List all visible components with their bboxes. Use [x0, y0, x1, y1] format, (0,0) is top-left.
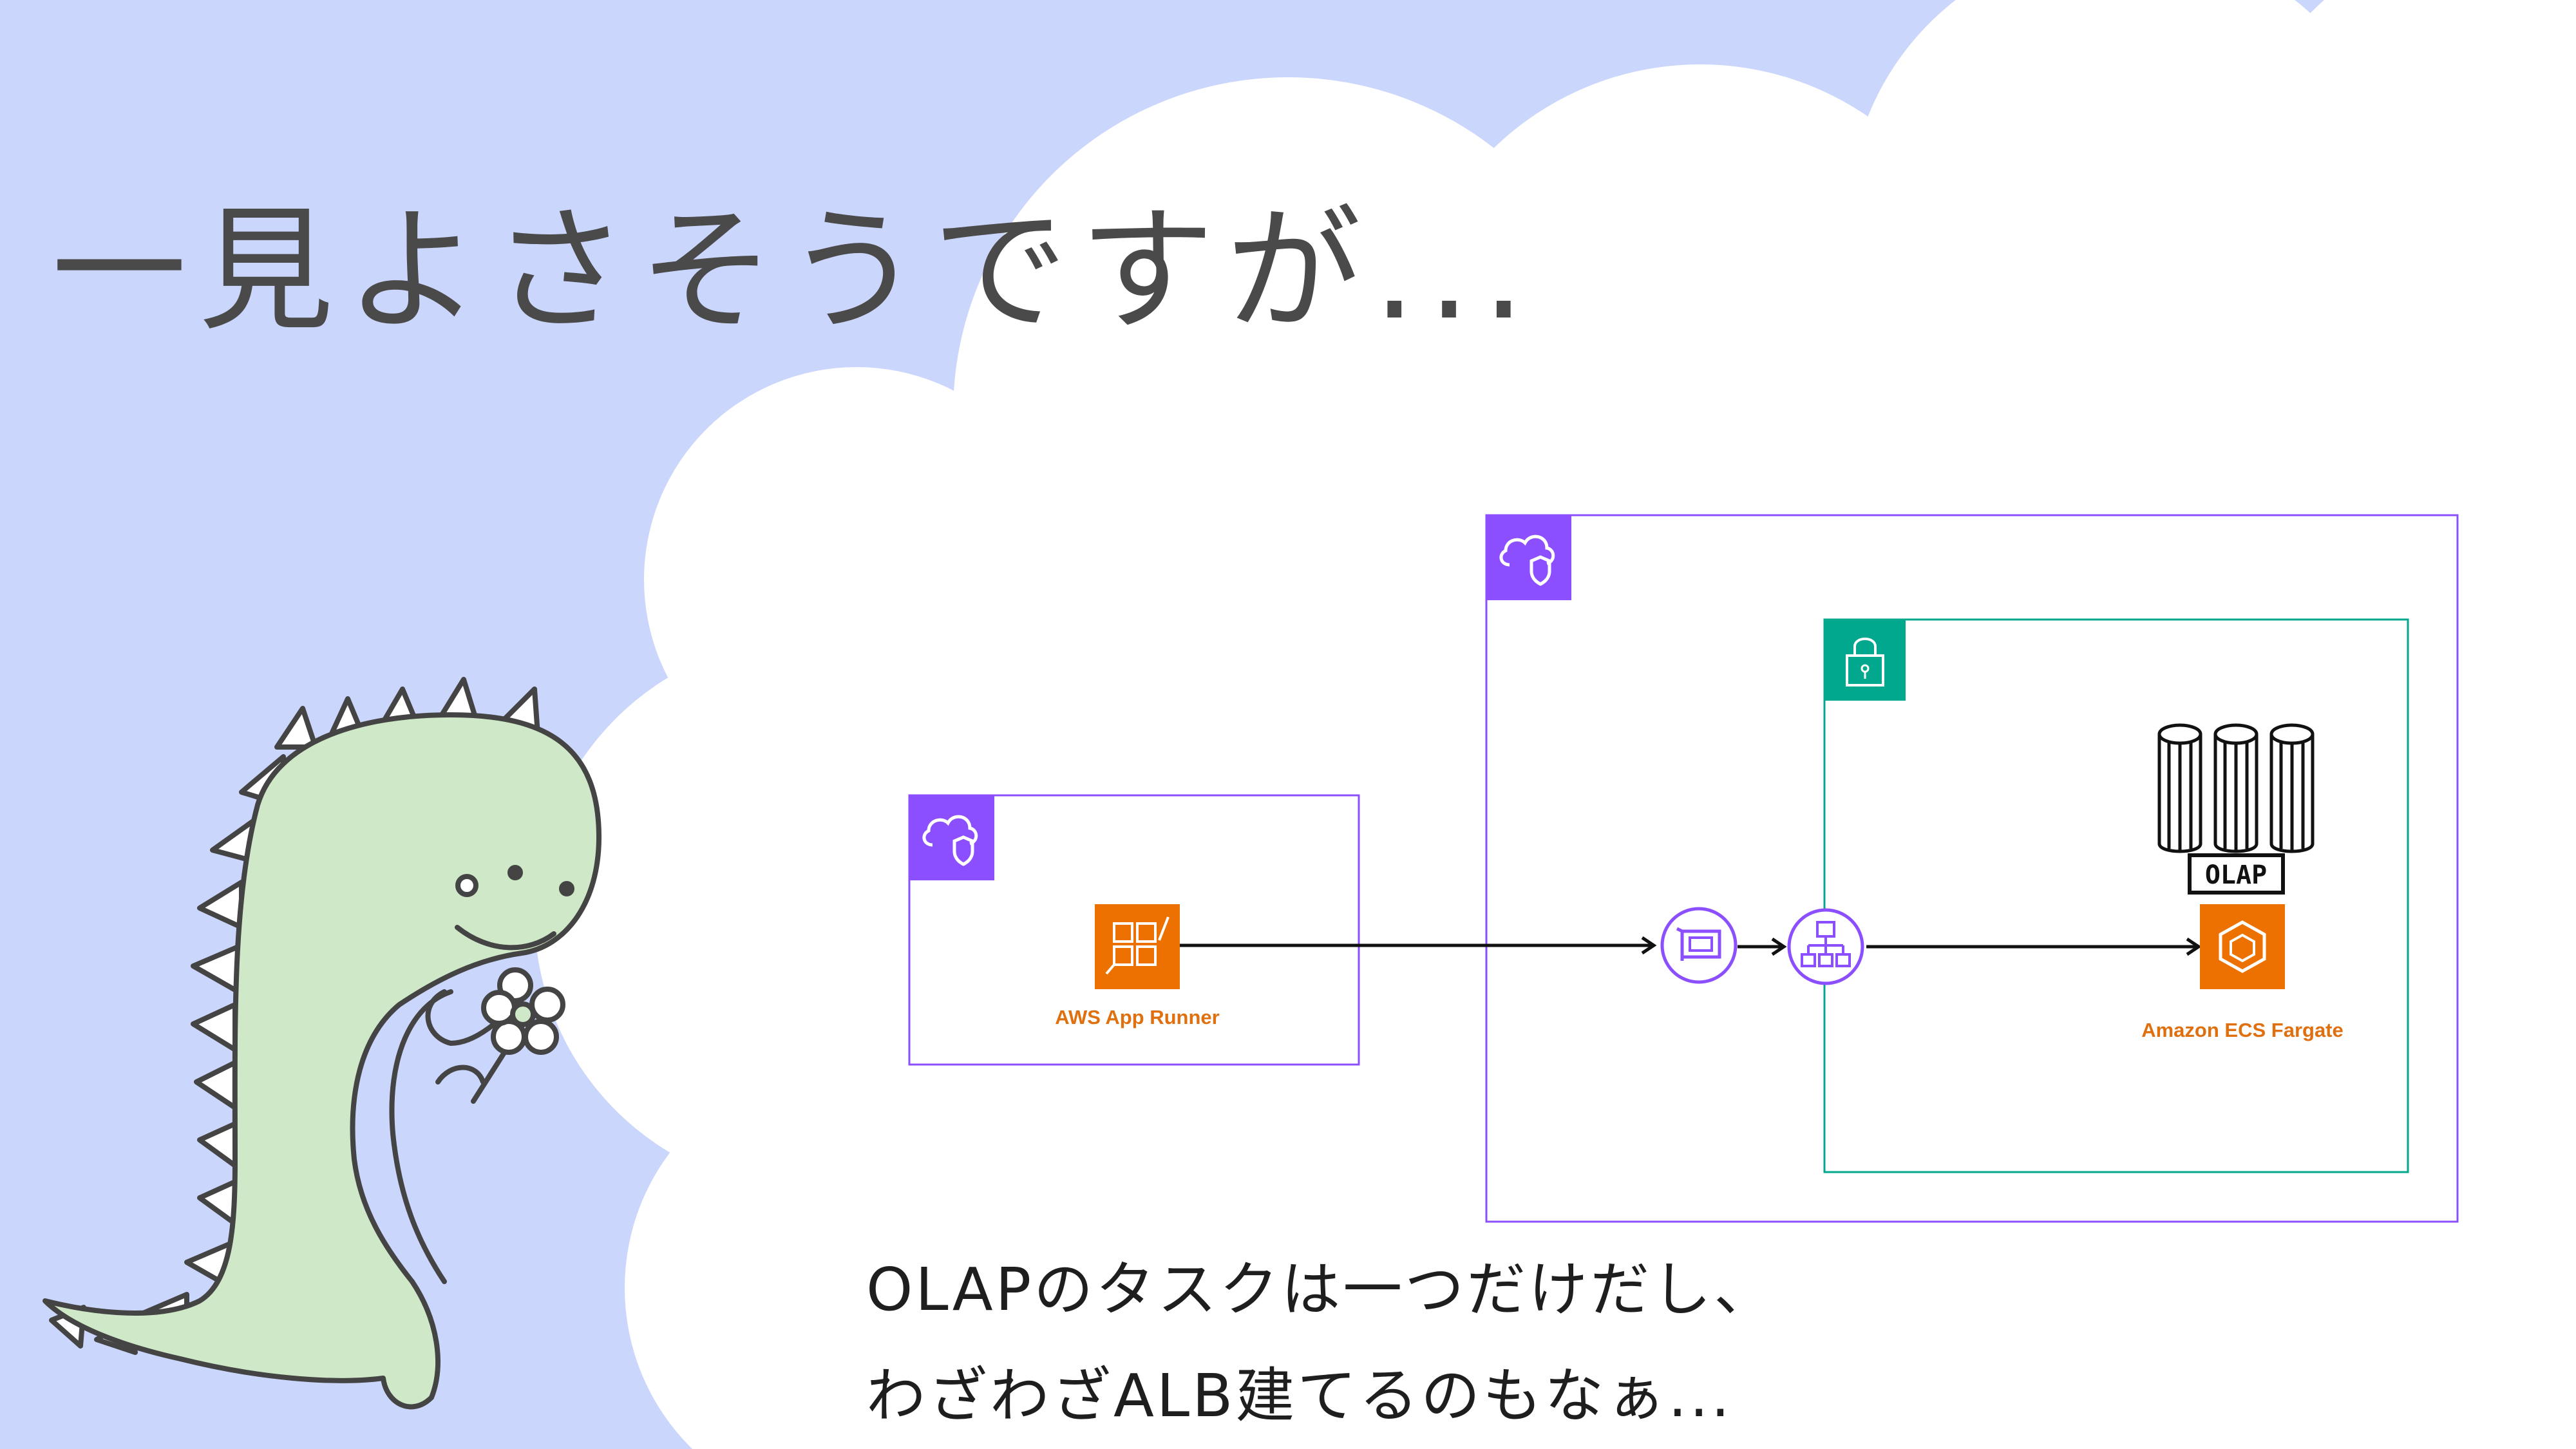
fargate-label: Amazon ECS Fargate — [2141, 1019, 2344, 1041]
load-balancer-icon — [1787, 908, 1864, 985]
network-interface-icon — [1660, 907, 1738, 984]
caption-line-1: OLAPのタスクは一つだけだし、 — [866, 1255, 1776, 1324]
app-runner-vpc-group — [908, 794, 1360, 1066]
caption-line-2: わざわざALB建てるのもなぁ... — [866, 1361, 1733, 1430]
app-runner-icon — [1095, 904, 1180, 989]
connection-arrows — [1180, 936, 2202, 956]
main-vpc-group — [1485, 514, 2459, 1223]
dinosaur-illustration — [43, 677, 601, 1410]
app-runner-label: AWS App Runner — [1055, 1006, 1219, 1028]
database-cylinders-icon — [2157, 723, 2315, 895]
cloud-shield-icon — [1486, 515, 1571, 600]
private-subnet-group — [1823, 618, 2409, 1173]
cloud-shield-icon — [909, 795, 994, 880]
fargate-icon — [2200, 904, 2285, 989]
caption-text: OLAPのタスクは一つだけだし、 わざわざALB建てるのもなぁ... — [866, 1236, 1776, 1449]
slide-heading: 一見よさそうですが... — [52, 192, 1537, 350]
olap-label: OLAP — [2205, 860, 2267, 890]
lock-icon — [1824, 620, 1906, 701]
